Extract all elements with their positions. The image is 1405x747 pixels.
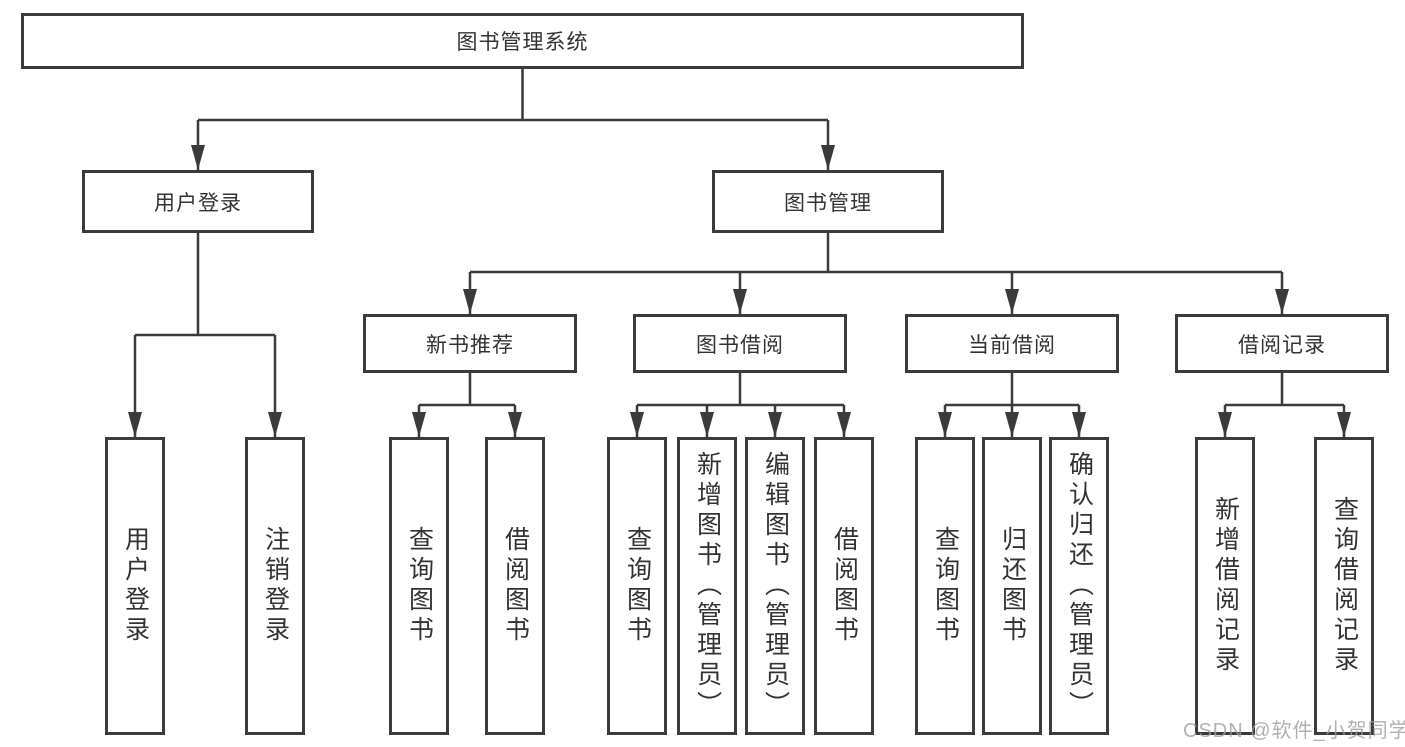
csdn-watermark: CSDN @软件_小贺同学 <box>1183 720 1405 742</box>
connector-segments <box>133 69 1346 437</box>
leaf-query-books-borrow: 查询图书 <box>607 437 667 735</box>
arrowheads <box>128 145 1351 437</box>
leaf-borrow-books: 借阅图书 <box>814 437 874 735</box>
leaf-user-login: 用户登录 <box>105 437 165 735</box>
leaf-return-book: 归还图书 <box>982 437 1042 735</box>
leaf-borrow-books-recommend: 借阅图书 <box>485 437 545 735</box>
node-book-management-branch: 图书管理 <box>712 170 944 233</box>
leaf-edit-book-admin: 编辑图书（管理员） <box>745 437 805 735</box>
node-book-borrow: 图书借阅 <box>633 314 847 373</box>
node-borrow-records: 借阅记录 <box>1175 314 1389 373</box>
node-new-book-recommend: 新书推荐 <box>363 314 577 373</box>
leaf-logout: 注销登录 <box>245 437 305 735</box>
leaf-add-borrow-record: 新增借阅记录 <box>1195 437 1255 735</box>
leaf-query-books-recommend: 查询图书 <box>389 437 449 735</box>
leaf-add-book-admin: 新增图书（管理员） <box>677 437 737 735</box>
leaf-confirm-return-admin: 确认归还（管理员） <box>1049 437 1109 735</box>
leaf-query-borrow-record: 查询借阅记录 <box>1314 437 1374 735</box>
node-current-borrow: 当前借阅 <box>905 314 1119 373</box>
node-user-login-branch: 用户登录 <box>82 170 314 233</box>
leaf-query-books-current: 查询图书 <box>915 437 975 735</box>
node-library-management-system: 图书管理系统 <box>21 13 1024 69</box>
